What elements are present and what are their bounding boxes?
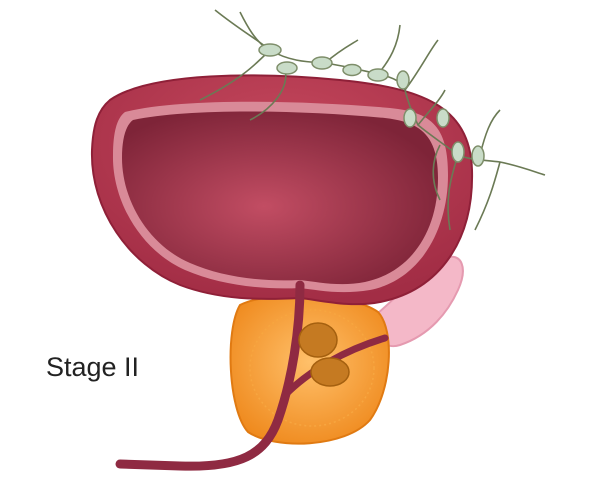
lymph-node [311,56,333,70]
lymph-node [396,70,410,90]
lymph-node [367,68,389,82]
lymph-node [471,145,485,167]
tumor [298,322,338,358]
tumor [310,357,350,387]
lymph-nodes [258,43,485,167]
lymph-node [276,61,298,75]
lymph-node [342,63,362,77]
stage-label: Stage II [46,352,140,382]
prostate-inner-zone [249,309,375,427]
prostate [229,294,390,445]
lymph-node [403,108,417,128]
urethra [115,280,305,471]
lymph-node [258,43,282,57]
bladder-cavity [122,111,438,285]
lymph-node [436,108,450,128]
lymph-node [451,141,465,163]
